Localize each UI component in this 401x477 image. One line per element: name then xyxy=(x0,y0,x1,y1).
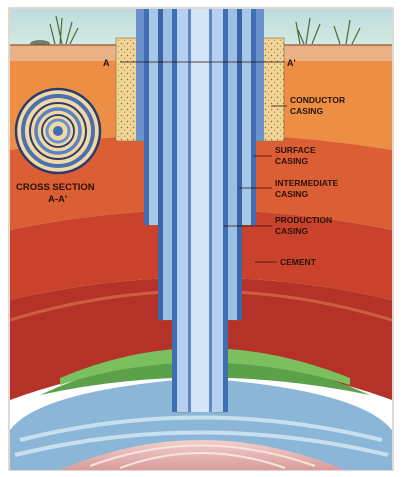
label-surface-casing-2: CASING xyxy=(275,156,308,166)
label-production-casing-1: PRODUCTION xyxy=(275,215,332,225)
production-casing-wall-left xyxy=(172,9,177,412)
label-intermediate-casing-1: INTERMEDIATE xyxy=(275,178,338,188)
tubing-wall-right xyxy=(209,9,212,412)
label-conductor-casing-1: CONDUCTOR xyxy=(290,95,345,105)
label-cement: CEMENT xyxy=(280,257,317,267)
label-intermediate-casing-2: CASING xyxy=(275,189,308,199)
label-surface-casing-1: SURFACE xyxy=(275,145,316,155)
cross-section-title: CROSS SECTION xyxy=(16,182,95,193)
intermediate-casing-wall-right xyxy=(237,9,242,320)
section-marker-right: A' xyxy=(287,58,296,68)
intermediate-casing-wall-left xyxy=(158,9,163,320)
surface-casing-wall-right xyxy=(251,9,256,225)
tubing-wall-left xyxy=(188,9,191,412)
section-marker-left: A xyxy=(103,58,110,68)
tubing xyxy=(188,9,212,412)
production-casing-wall-right xyxy=(223,9,228,412)
cross-section-inset xyxy=(16,89,100,173)
label-production-casing-2: CASING xyxy=(275,226,308,236)
label-conductor-casing-2: CASING xyxy=(290,106,323,116)
cross-section-subtitle: A-A' xyxy=(48,194,67,205)
surface-casing-wall-left xyxy=(144,9,149,225)
